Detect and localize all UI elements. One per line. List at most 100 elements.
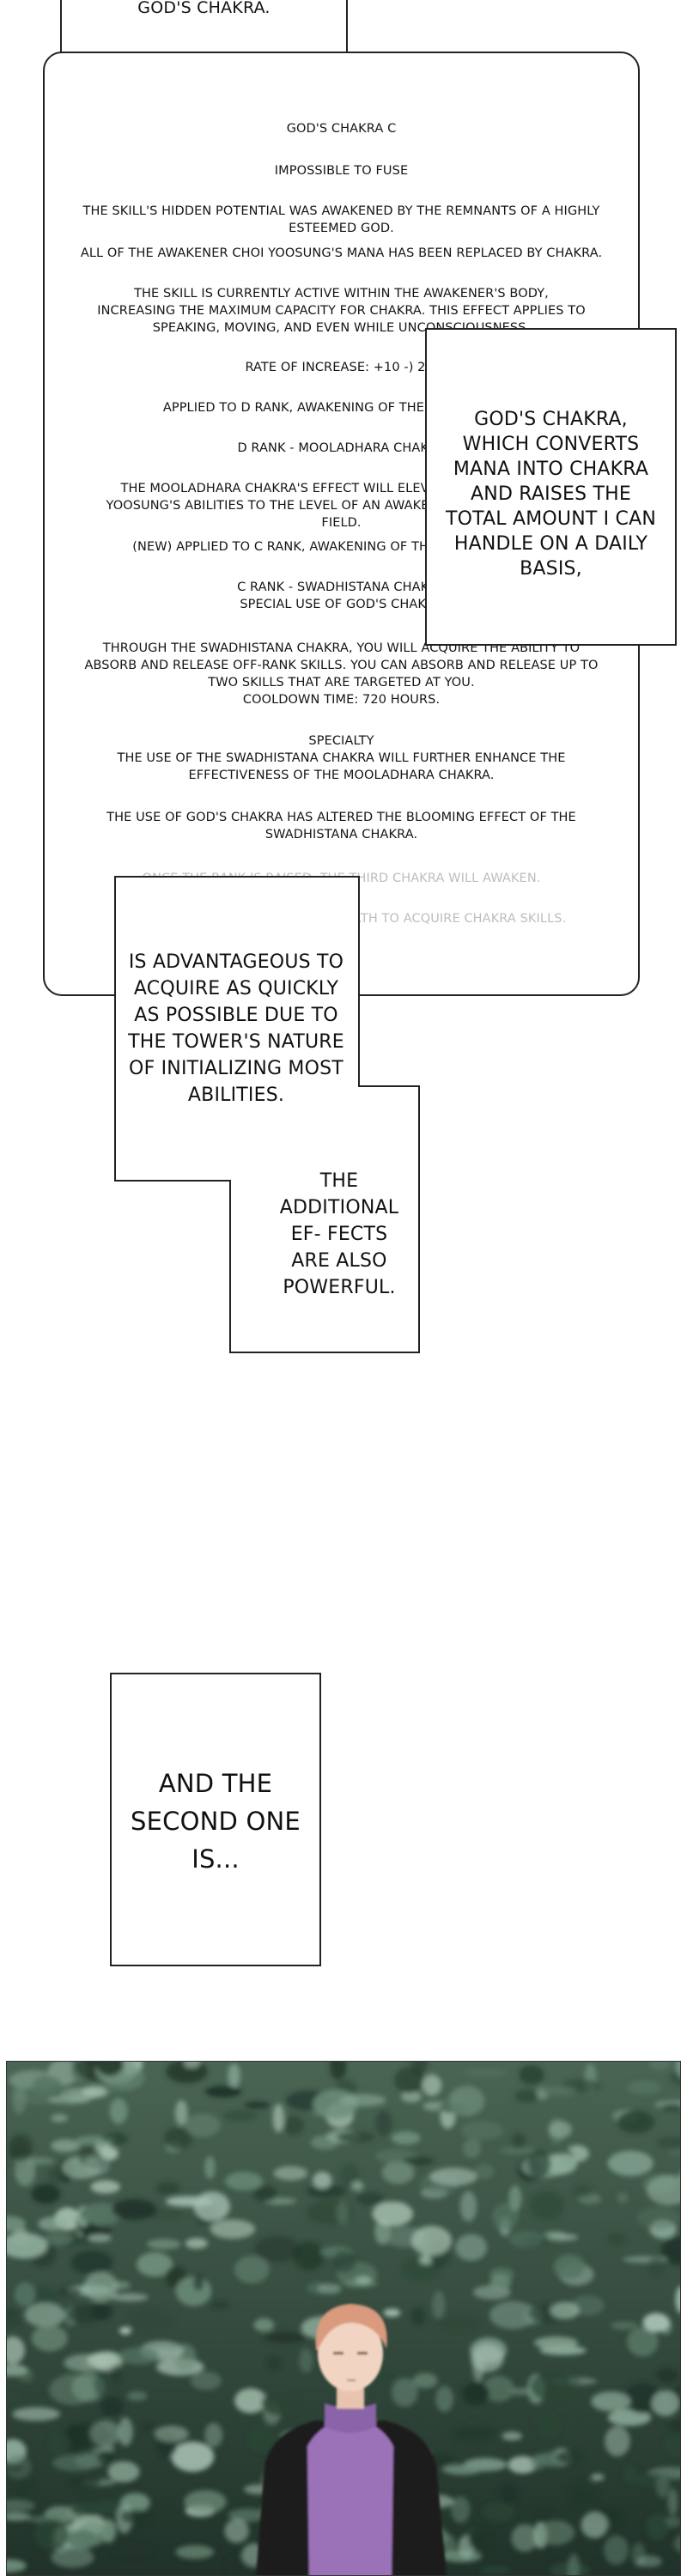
foliage-blob [7,2314,21,2329]
skill-title: GOD'S CHAKRA C [286,122,397,136]
foliage-blob [646,2513,668,2540]
foliage-blob [7,2364,28,2377]
foliage-blob [119,2326,131,2335]
foliage-blob [455,2233,488,2261]
foliage-blob [651,2391,679,2416]
foliage-blob [164,2127,193,2150]
foliage-blob [244,2101,271,2109]
skill-special-use: SPECIAL USE OF GOD'S CHAKRA [240,598,443,611]
foliage-blob [571,2543,598,2563]
foliage-blob [120,2509,153,2524]
foliage-blob [474,2164,495,2179]
foliage-blob [184,2489,227,2514]
foliage-blob [125,2062,136,2075]
foliage-blob [508,2231,544,2248]
foliage-blob [306,2184,347,2198]
foliage-blob [80,2203,118,2224]
foliage-blob [538,2510,552,2518]
foliage-blob [118,2417,133,2446]
foliage-blob [627,2327,659,2357]
foliage-blob [118,2347,160,2365]
foliage-blob [336,2201,350,2225]
skill-specialty-desc: THE USE OF THE SWADHISTANA CHAKRA WILL F… [117,751,566,782]
foliage-blob [254,2236,301,2263]
foliage-blob [103,2084,118,2094]
foliage-blob [435,2316,480,2330]
foliage-blob [183,2062,200,2069]
foliage-blob [234,2388,267,2414]
foliage-blob [81,2086,109,2098]
foliage-blob [642,2312,670,2332]
foliage-blob [100,2397,125,2416]
foliage-blob [668,2419,680,2433]
foliage-blob [228,2508,267,2522]
foliage-blob [193,2191,230,2221]
foliage-blob [110,2543,155,2558]
foliage-blob [499,2147,538,2154]
foliage-blob [185,2113,221,2137]
foliage-blob [675,2062,680,2077]
foliage-blob [110,2363,123,2384]
foliage-blob [7,2215,26,2233]
foliage-blob [546,2233,579,2241]
skill-d-rank-name: D RANK - MOOLADHARA CHAKRA [237,441,446,455]
foliage-blob [391,2378,418,2407]
foliage-blob [604,2535,629,2565]
advantage-caption-text: IS ADVANTAGEOUS TO ACQUIRE AS QUICKLY AS… [128,951,344,1106]
foliage-blob [139,2422,158,2431]
foliage-blob [508,2456,538,2474]
foliage-blob [7,2309,21,2317]
foliage-blob [435,2385,453,2412]
skill-fuse-note: IMPOSSIBLE TO FUSE [274,164,409,178]
foliage-blob [646,2257,666,2275]
advantage-caption-box [114,876,432,1357]
foliage-blob [381,2160,415,2184]
foliage-blob [663,2434,680,2458]
foliage-blob [83,2271,119,2302]
foliage-blob [273,2166,308,2181]
foliage-blob [107,2461,140,2482]
foliage-blob [339,2093,386,2107]
foliage-blob [32,2075,63,2096]
foliage-blob [528,2148,551,2178]
foliage-blob [283,2115,305,2136]
foliage-blob [471,2343,504,2372]
skill-hidden-potential: THE SKILL'S HIDDEN POTENTIAL WAS AWAKENE… [82,204,600,235]
foliage-blob [70,2250,113,2275]
foliage-blob [499,2483,519,2505]
foliage-blob [204,2155,216,2179]
foliage-blob [502,2431,522,2441]
skill-specialty-heading: SPECIALTY [308,734,374,748]
foliage-blob [224,2172,264,2190]
skill-rate: RATE OF INCREASE: +10 -) 20. [245,361,438,374]
foliage-blob [266,2356,282,2371]
foliage-blob [548,2121,572,2139]
skill-mana-replaced: ALL OF THE AWAKENER CHOI YOOSUNG'S MANA … [80,246,603,260]
foliage-blob [451,2496,471,2524]
foliage-blob [222,2110,259,2122]
foliage-blob [96,2062,124,2076]
foliage-blob [38,2216,68,2231]
foliage-blob [401,2091,423,2103]
foliage-blob [90,2302,112,2320]
foliage-blob [479,2566,511,2574]
gods-chakra-caption-box: GOD'S CHAKRA, WHICH CONVERTS MANA INTO C… [425,328,677,646]
foliage-blob [7,2336,25,2365]
skill-window: GOD'S CHAKRA C IMPOSSIBLE TO FUSE THE SK… [43,52,640,996]
foliage-blob [24,2302,66,2328]
foliage-blob [126,2391,148,2401]
foliage-blob [533,2406,552,2431]
foliage-blob [253,2185,277,2202]
foliage-blob [537,2520,575,2545]
foliage-blob [429,2167,477,2186]
foliage-blob [14,2281,36,2307]
foliage-blob [617,2110,655,2134]
foliage-blob [573,2184,593,2198]
foliage-blob [489,2274,512,2291]
foliage-blob [12,2084,27,2114]
foliage-blob [568,2554,580,2575]
foliage-blob [204,2422,223,2447]
foliage-blob [7,2512,31,2521]
foliage-blob [673,2535,680,2553]
foliage-blob [7,2559,27,2573]
